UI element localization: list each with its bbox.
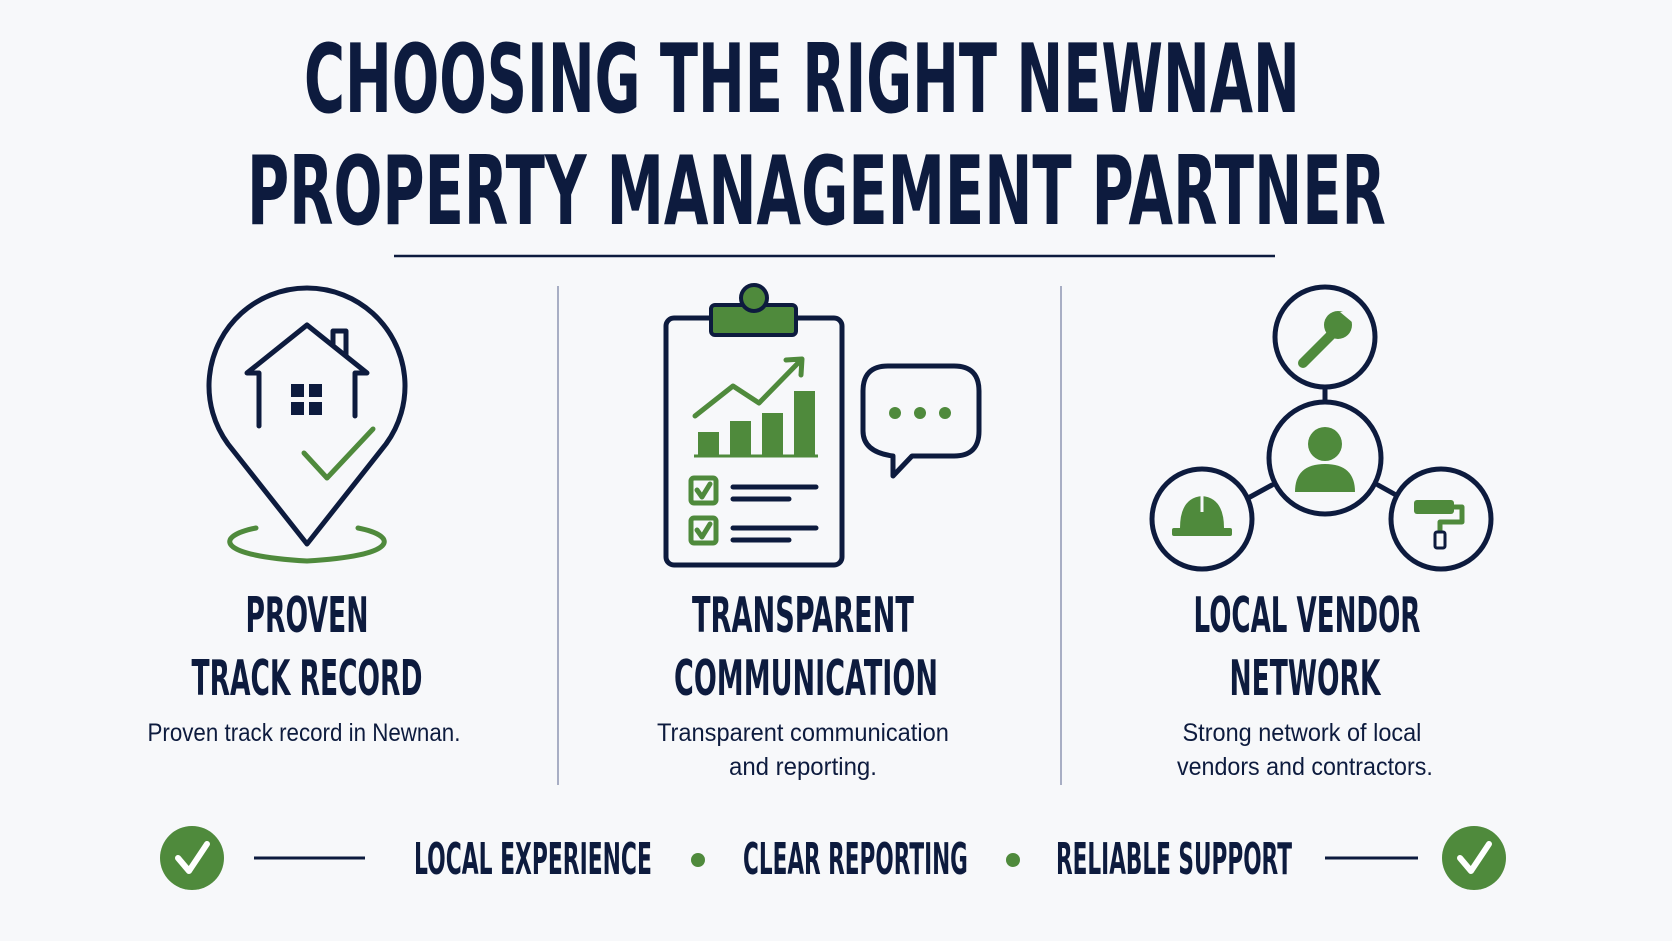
- column-heading: PROVEN: [246, 587, 369, 644]
- person-icon: [1295, 427, 1355, 492]
- column-heading: TRANSPARENT: [692, 587, 914, 644]
- check-circle-icon: [160, 826, 224, 890]
- column-heading: TRACK RECORD: [192, 650, 423, 707]
- footer-banner: LOCAL EXPERIENCE CLEAR REPORTING RELIABL…: [160, 826, 1506, 890]
- title-line-1: CHOOSING THE RIGHT NEWNAN: [304, 25, 1300, 135]
- title-line-2: PROPERTY MANAGEMENT PARTNER: [247, 136, 1386, 247]
- footer-item-clear-reporting: CLEAR REPORTING: [743, 835, 968, 886]
- column-transparent-communication: TRANSPARENT COMMUNICATION Transparent co…: [657, 587, 949, 781]
- column-description: Proven track record in Newnan.: [148, 720, 461, 747]
- clipboard-chart-speech-bubble-icon: [663, 283, 982, 568]
- wrench-icon: [1298, 311, 1352, 368]
- column-heading: COMMUNICATION: [674, 650, 938, 707]
- hard-hat-icon: [1172, 496, 1232, 536]
- footer-item-reliable-support: RELIABLE SUPPORT: [1056, 835, 1292, 886]
- column-heading: LOCAL VENDOR: [1194, 588, 1421, 644]
- location-pin-house-check-icon: [206, 285, 408, 564]
- footer-item-local-experience: LOCAL EXPERIENCE: [414, 835, 652, 886]
- column-heading: NETWORK: [1230, 650, 1382, 707]
- paint-roller-icon: [1414, 500, 1465, 550]
- column-local-vendor-network: LOCAL VENDOR NETWORK Strong network of l…: [1177, 588, 1433, 781]
- column-proven-track-record: PROVEN TRACK RECORD Proven track record …: [148, 587, 461, 747]
- bullet-dot: [691, 853, 705, 867]
- check-circle-icon: [1442, 826, 1506, 890]
- bullet-dot: [1006, 853, 1020, 867]
- column-description: and reporting.: [729, 754, 877, 782]
- column-description: Transparent communication: [657, 719, 949, 747]
- vendor-network-icon: [1149, 284, 1494, 572]
- column-description: vendors and contractors.: [1177, 753, 1433, 781]
- column-description: Strong network of local: [1183, 719, 1422, 747]
